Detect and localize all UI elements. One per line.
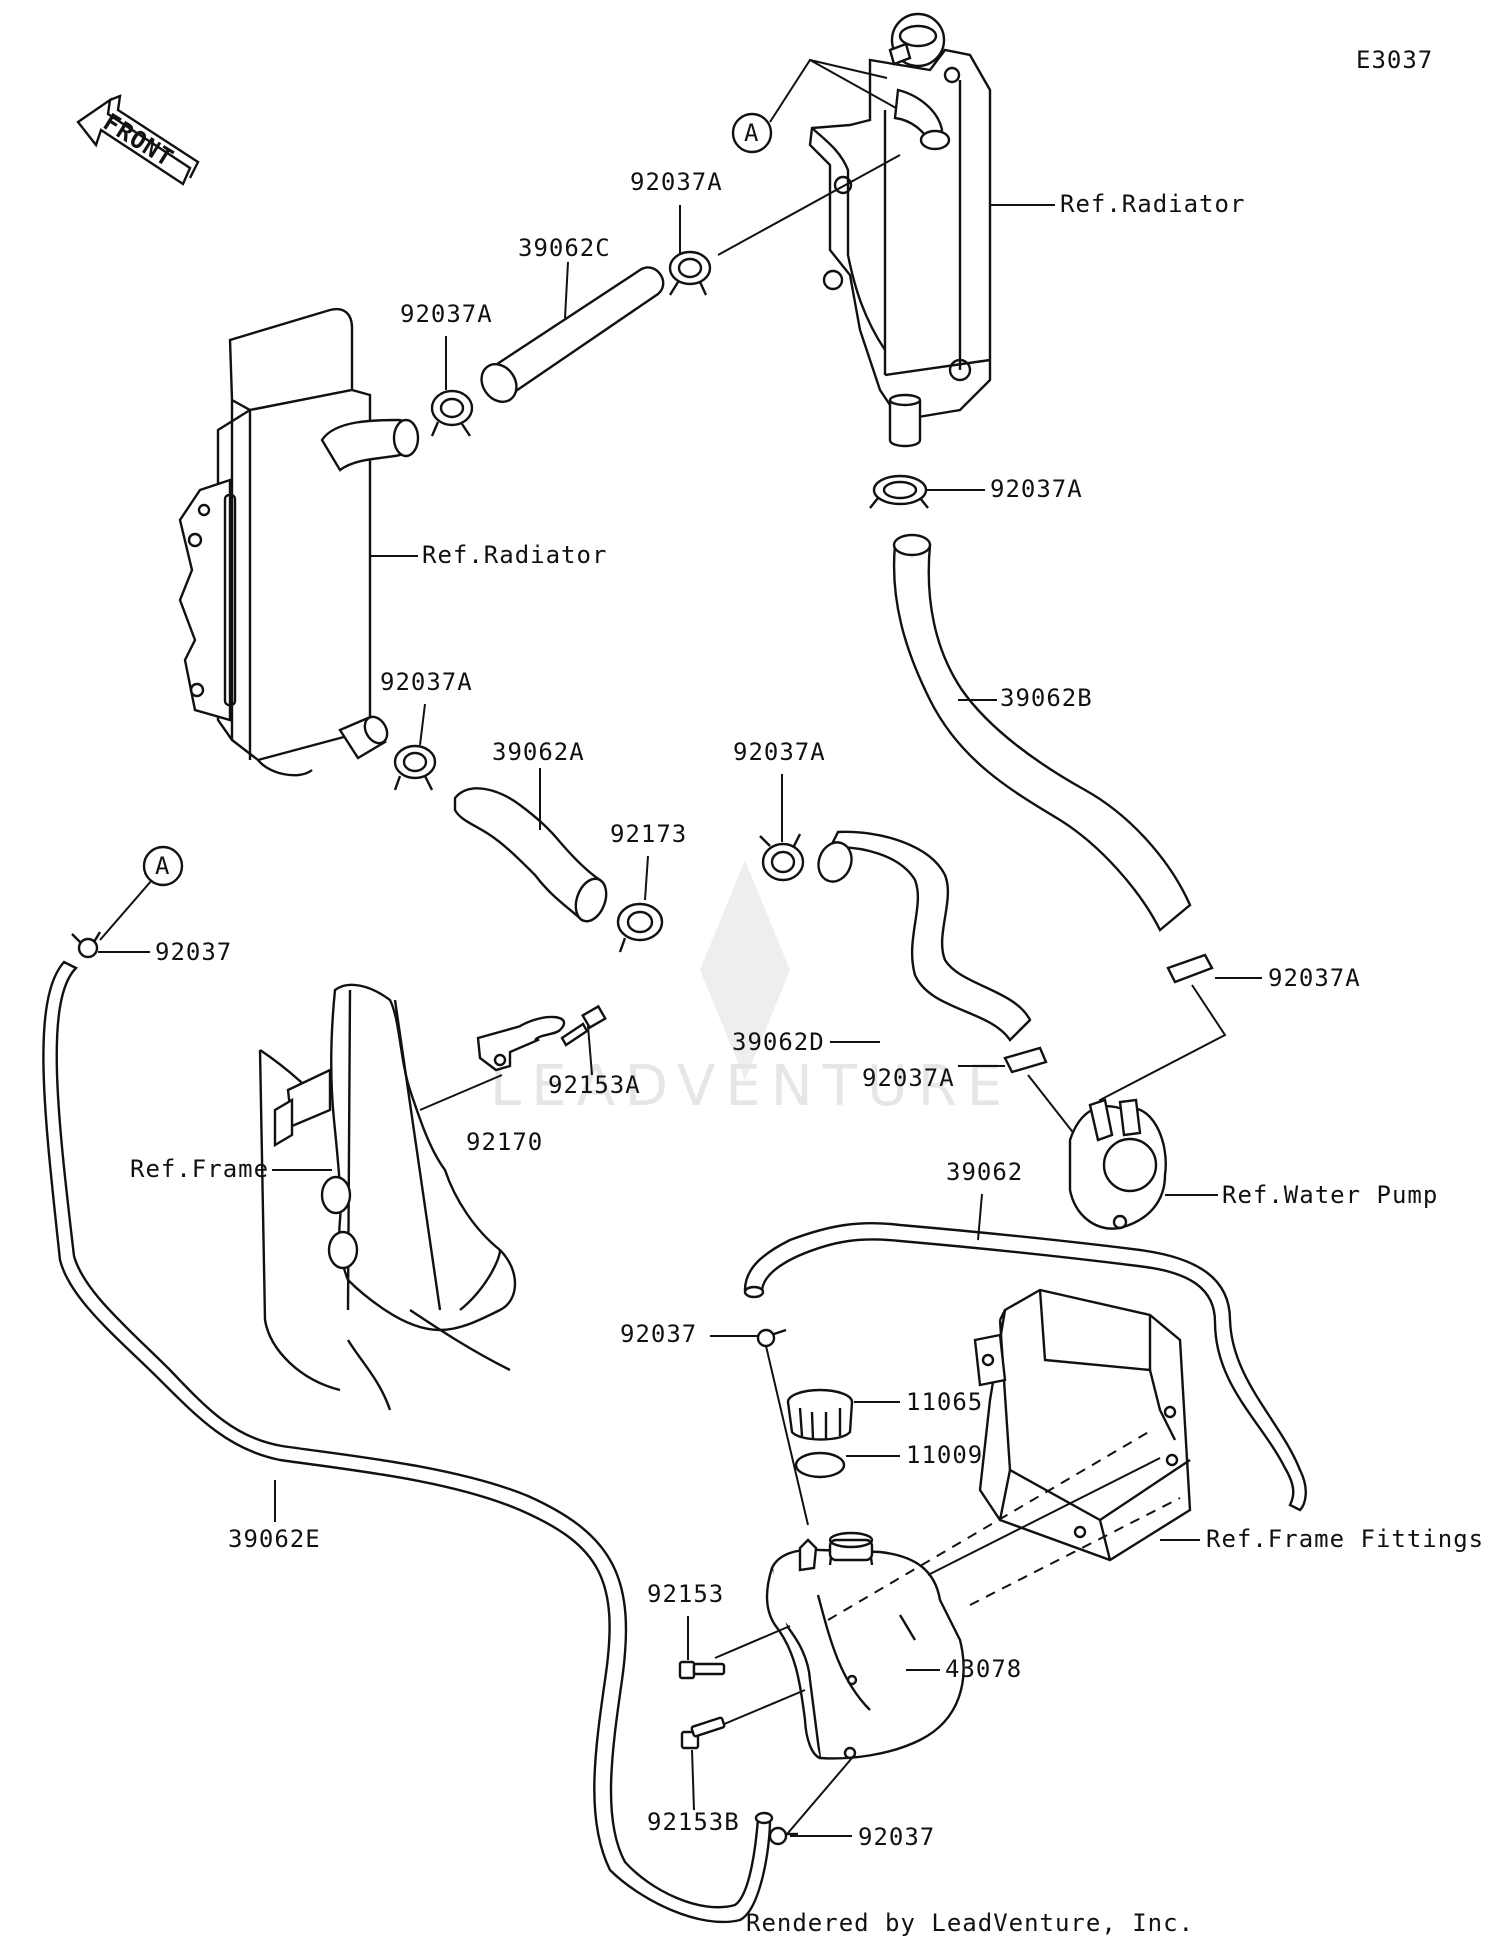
ref-marker-a-left-label: A	[155, 852, 170, 880]
label-39062E[interactable]: 39062E	[228, 1525, 321, 1553]
frame	[258, 983, 517, 1411]
ref-marker-a-top[interactable]: A	[731, 112, 773, 154]
label-92037A-1[interactable]: 92037A	[630, 168, 723, 196]
label-11065[interactable]: 11065	[906, 1388, 983, 1416]
right-radiator	[808, 12, 992, 448]
clamp-92173[interactable]	[616, 902, 664, 953]
diagram-code: E3037	[1356, 46, 1433, 74]
label-92153[interactable]: 92153	[647, 1580, 724, 1608]
gasket-11009[interactable]	[794, 1451, 846, 1479]
label-39062C[interactable]: 39062C	[518, 234, 611, 262]
watermark-text: LEADVENTURE	[490, 1054, 1012, 1119]
ref-marker-a-left[interactable]: A	[142, 845, 184, 887]
clip-92037-left[interactable]	[71, 931, 102, 959]
clamp-92037A-radiator-outlet[interactable]	[869, 474, 929, 509]
bolt-92153A[interactable]	[560, 1004, 607, 1047]
hose-39062C[interactable]	[474, 266, 665, 408]
label-92037A-2[interactable]: 92037A	[400, 300, 493, 328]
hose-39062A[interactable]	[453, 787, 612, 925]
ref-radiator-right-label[interactable]: Ref.Radiator	[1060, 190, 1245, 218]
clamp-92037A-left-upper[interactable]	[430, 389, 474, 437]
hose-39062[interactable]	[743, 1221, 1307, 1512]
label-92037A-5[interactable]: 92037A	[1268, 964, 1361, 992]
clamp-92037A-left-lower[interactable]	[393, 744, 437, 791]
label-11009[interactable]: 11009	[906, 1441, 983, 1469]
clamp-92037A-mid[interactable]	[759, 833, 805, 882]
bolt-92153[interactable]	[678, 1660, 726, 1680]
water-pump	[1068, 1098, 1167, 1230]
ref-water-pump-label[interactable]: Ref.Water Pump	[1222, 1181, 1438, 1209]
clamp-92037A-upper[interactable]	[668, 250, 712, 296]
label-39062[interactable]: 39062	[946, 1158, 1023, 1186]
label-92173[interactable]: 92173	[610, 820, 687, 848]
label-39062A[interactable]: 39062A	[492, 738, 585, 766]
label-92037-1[interactable]: 92037	[155, 938, 232, 966]
clamp-92037A-right[interactable]	[1166, 953, 1214, 984]
hose-39062E[interactable]	[42, 960, 774, 1924]
label-92170[interactable]: 92170	[466, 1128, 543, 1156]
clamp-92037A-lower-mid[interactable]	[1003, 1046, 1048, 1074]
front-arrow-label: FRONT	[98, 108, 178, 173]
label-43078[interactable]: 43078	[945, 1655, 1022, 1683]
label-39062D[interactable]: 39062D	[732, 1028, 825, 1056]
ref-frame-fittings-label[interactable]: Ref.Frame Fittings	[1206, 1525, 1484, 1553]
label-92037-3[interactable]: 92037	[858, 1823, 935, 1851]
ref-radiator-left-label[interactable]: Ref.Radiator	[422, 541, 607, 569]
clip-92037-tank-top[interactable]	[756, 1328, 787, 1348]
label-92153B[interactable]: 92153B	[647, 1808, 740, 1836]
footer-credit: Rendered by LeadVenture, Inc.	[746, 1909, 1194, 1937]
label-92037A-6[interactable]: 92037A	[733, 738, 826, 766]
left-radiator	[178, 307, 420, 777]
hose-39062D[interactable]	[813, 830, 1032, 1042]
clip-92037-tank-bottom[interactable]	[768, 1826, 798, 1846]
watermark: LEADVENTURE	[490, 860, 1012, 1119]
frame-fittings	[973, 1288, 1192, 1562]
ref-frame-label[interactable]: Ref.Frame	[130, 1155, 269, 1183]
bolt-92153B[interactable]	[680, 1716, 726, 1750]
bracket-92170[interactable]	[476, 1015, 566, 1072]
label-92037-2[interactable]: 92037	[620, 1320, 697, 1348]
cap-11065[interactable]	[786, 1388, 854, 1441]
label-92037A-3[interactable]: 92037A	[380, 668, 473, 696]
label-92037A-7[interactable]: 92037A	[862, 1064, 955, 1092]
front-arrow: FRONT	[76, 94, 200, 186]
label-92153A[interactable]: 92153A	[548, 1071, 641, 1099]
label-92037A-4[interactable]: 92037A	[990, 475, 1083, 503]
ref-marker-a-top-label: A	[744, 119, 759, 147]
label-39062B[interactable]: 39062B	[1000, 684, 1093, 712]
hose-39062B[interactable]	[892, 533, 1192, 932]
reservoir-tank-43078[interactable]	[765, 1531, 965, 1760]
